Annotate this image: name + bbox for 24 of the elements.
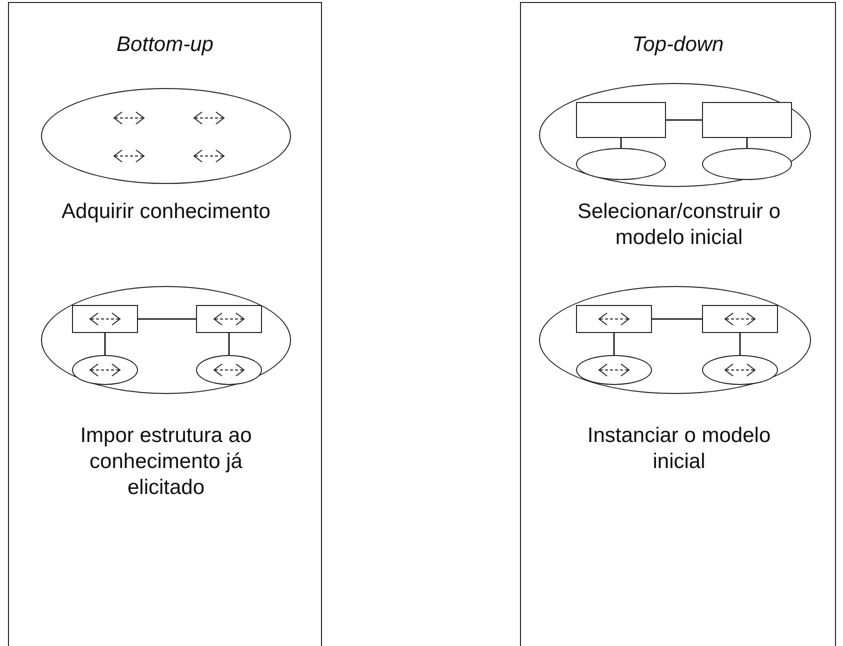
- connector-line: [613, 333, 615, 355]
- rectangle-box: [576, 305, 652, 333]
- caption-text: Impor estrutura ao conhecimento já elicitado: [79, 423, 253, 501]
- connector-line: [666, 119, 702, 121]
- connector-line: [652, 318, 702, 320]
- rectangle-box: [196, 305, 262, 333]
- connector-line: [746, 138, 748, 148]
- connector-line: [104, 333, 106, 355]
- panel-heading: Bottom-up: [116, 33, 214, 57]
- connector-line: [620, 138, 622, 148]
- panel-heading: Top-down: [631, 33, 725, 57]
- caption-text: Adquirir conhecimento: [60, 199, 272, 225]
- rectangle-box: [576, 102, 666, 138]
- caption-text: Instanciar o modelo inicial: [586, 423, 772, 475]
- panel-frame: [520, 2, 836, 646]
- panel-frame: [8, 2, 322, 646]
- rectangle-box: [72, 305, 138, 333]
- ellipse-shape: [576, 355, 652, 385]
- caption-text: Selecionar/construir o modelo inicial: [576, 199, 782, 251]
- connector-line: [739, 333, 741, 355]
- rectangle-box: [702, 305, 778, 333]
- rectangle-box: [702, 102, 792, 138]
- connector-line: [228, 333, 230, 355]
- connector-line: [138, 318, 196, 320]
